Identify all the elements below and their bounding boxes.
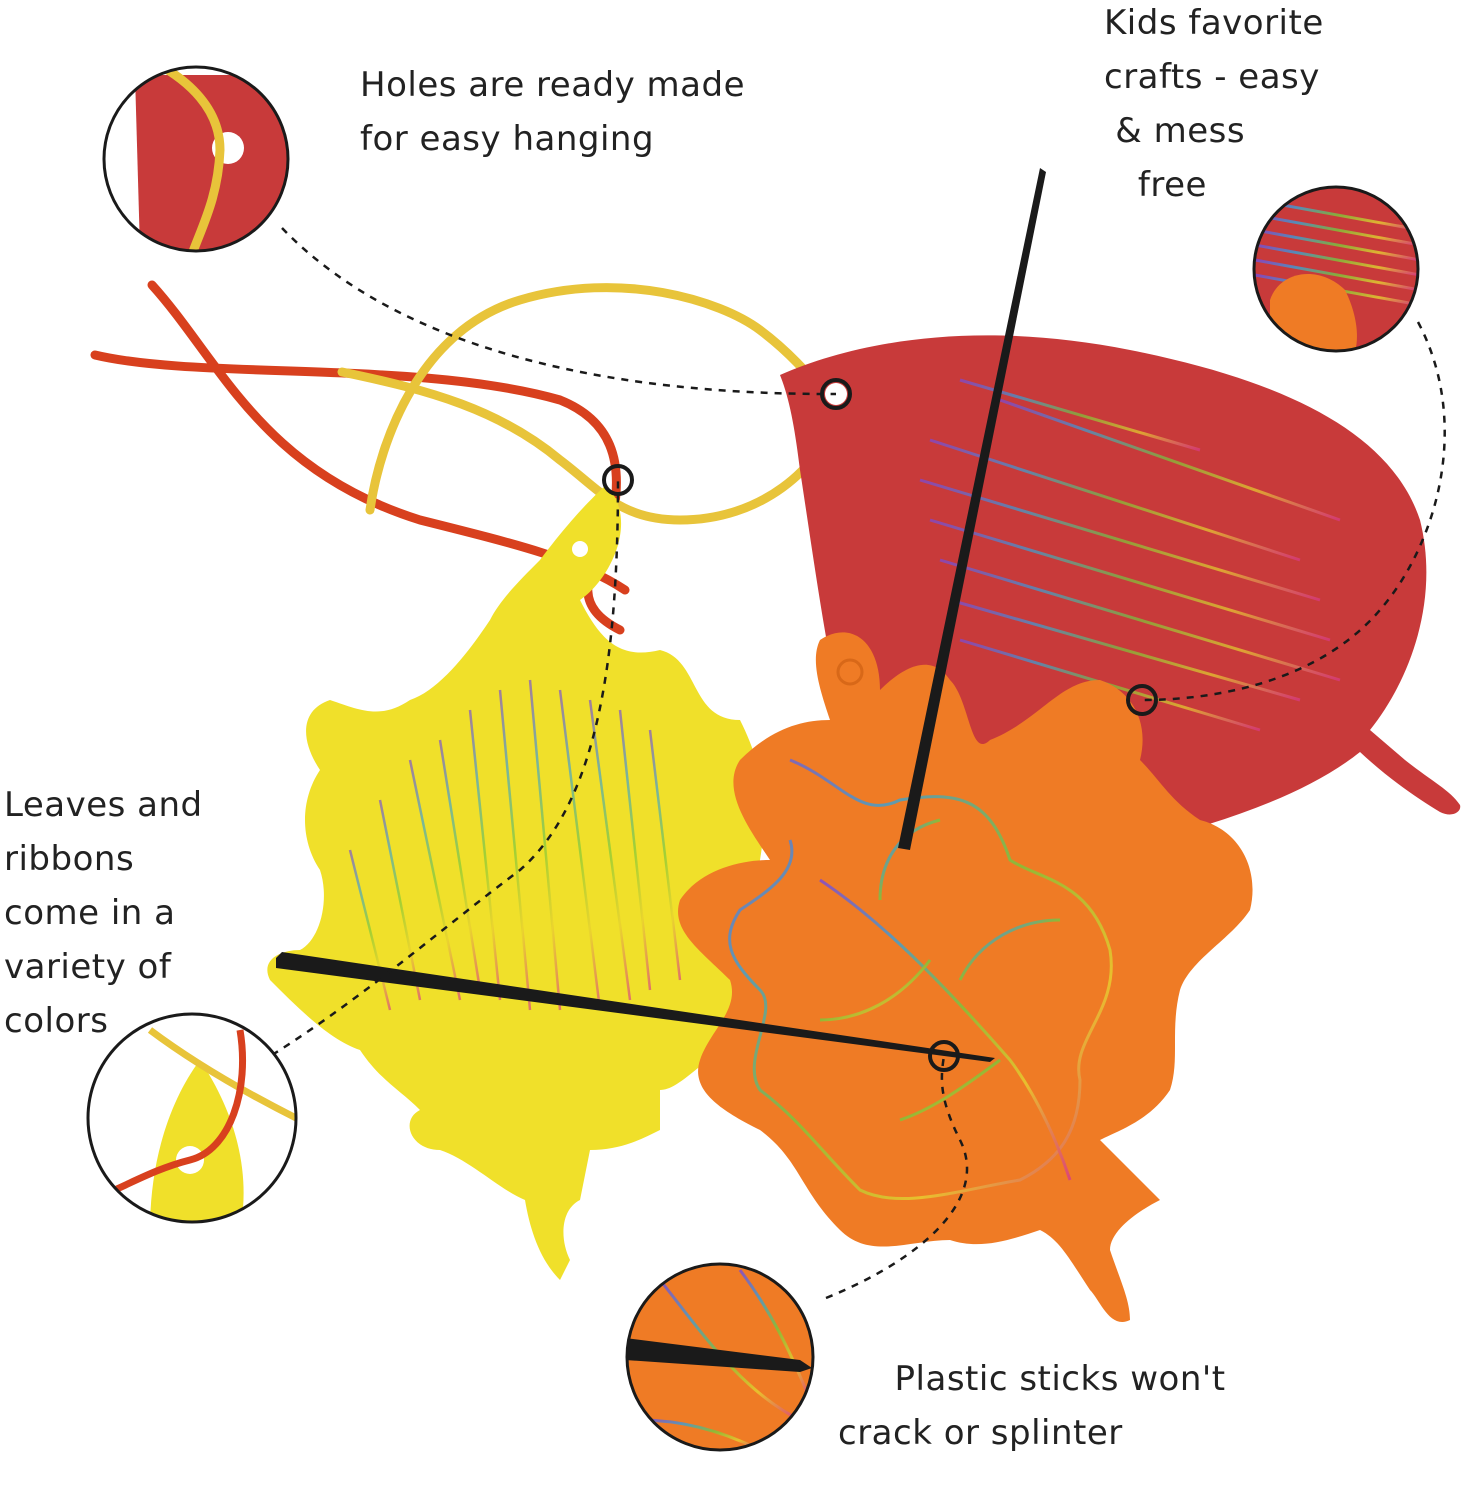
yellow-ribbon	[337, 283, 845, 525]
caption-kids-line-1: Kids favorite	[1104, 3, 1324, 43]
caption-kids: Kids favorite crafts - easy & mess free	[1104, 0, 1324, 212]
marker-stick-tip	[928, 1040, 960, 1072]
yellow-maple-leaf	[267, 485, 764, 1280]
stick-magnifier-icon	[625, 1262, 815, 1452]
scratch-stick-horizontal	[276, 952, 995, 1062]
caption-sticks-line-1: Plastic sticks won't	[838, 1359, 1226, 1399]
marker-scratch	[1126, 684, 1158, 716]
marker-red-hole	[820, 378, 852, 410]
caption-kids-line-4: free	[1104, 165, 1207, 205]
caption-sticks-line-2: crack or splinter	[838, 1413, 1123, 1453]
caption-leaves-line-5: colors	[4, 1001, 109, 1041]
caption-kids-line-3: & mess	[1104, 111, 1246, 151]
caption-leaves-line-2: ribbons	[4, 839, 135, 879]
marker-yellow-hole	[602, 464, 634, 496]
leader-holes	[281, 227, 837, 396]
scratch-stick-vertical	[898, 168, 1046, 850]
caption-holes: Holes are ready made for easy hanging	[360, 58, 745, 166]
leader-lines	[271, 227, 1446, 1300]
leader-leaves	[271, 479, 620, 1057]
caption-leaves-line-1: Leaves and	[4, 785, 203, 825]
ribbon-magnifier-icon	[86, 1012, 298, 1224]
scratch-magnifier-icon	[1252, 185, 1420, 353]
orange-oak-leaf	[678, 632, 1253, 1323]
caption-leaves-line-4: variety of	[4, 947, 172, 987]
caption-holes-line-2: for easy hanging	[360, 119, 655, 159]
caption-kids-line-2: crafts - easy	[1104, 57, 1320, 97]
caption-leaves-line-3: come in a	[4, 893, 176, 933]
hole-markers	[602, 378, 1158, 1072]
caption-sticks: Plastic sticks won't crack or splinter	[838, 1352, 1226, 1460]
leader-sticks	[825, 1055, 969, 1300]
hole-magnifier-icon	[102, 65, 290, 253]
caption-holes-line-1: Holes are ready made	[360, 65, 745, 105]
caption-leaves: Leaves and ribbons come in a variety of colo…	[4, 778, 203, 1048]
